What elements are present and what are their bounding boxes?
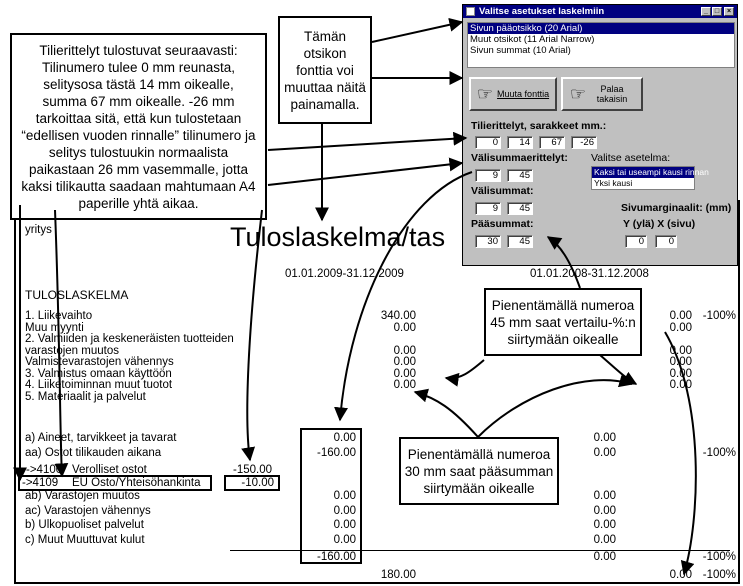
dialog-title: Valitse asetukset laskelmiin [479,6,605,17]
row-value-current: 0.00 [393,321,416,334]
report-frame [14,200,740,584]
sub-row-current: -160.00 [316,446,356,459]
sub-row-label: a) Aineet, tarvikkeet ja tavarat [25,432,177,444]
sub-row-label: aa) Ostot tilikauden aikana [25,446,162,459]
arrow-to-columns [267,131,468,151]
subtotals-field-2[interactable]: 45 [507,202,533,215]
sum-line [230,550,730,551]
font-list-item[interactable]: Sivun pääotsikko (20 Arial) [468,23,734,34]
subtotals-label: Välisummat: [471,185,534,197]
minimize-button[interactable]: _ [701,7,711,16]
period-current: 01.01.2009-31.12.2009 [285,268,404,280]
sub-row-previous: 0.00 [593,490,616,502]
layout-list-item[interactable]: Yksi kausi [594,178,633,188]
subtotal-percent: -100% [702,551,736,563]
dialog-titlebar[interactable]: Valitse asetukset laskelmiin _ □ × [463,5,737,18]
font-target-list[interactable]: Sivun pääotsikko (20 Arial) Muut otsikot… [467,22,735,68]
subtotal-spec-field-2[interactable]: 45 [507,169,533,182]
arrow-to-font-list [371,17,464,43]
subtotal-previous: 0.00 [593,551,616,563]
acct-number: ->4100 [26,464,63,476]
margin-side-field[interactable]: 0 [655,235,677,248]
column-amount-field[interactable]: 67 [539,136,565,149]
row-value-previous: 0.00 [669,310,692,322]
amount-highlight-box [224,475,280,491]
total-previous: 0.00 [669,569,692,581]
sub-row-previous: 0.00 [593,519,616,531]
change-font-button[interactable]: ☞ Muuta fonttia [469,77,557,111]
column-description-field[interactable]: 14 [507,136,533,149]
sub-row-label: c) Muut Muuttuvat kulut [25,533,145,546]
sub-row-previous: 0.00 [593,432,616,444]
settings-dialog: Valitse asetukset laskelmiin _ □ × Sivun… [462,4,738,266]
sub-row-current: 0.00 [333,504,356,517]
sub-row-label: b) Ulkopuoliset palvelut [25,519,144,531]
row-percent: -100% [702,310,736,322]
margin-top-field[interactable]: 0 [625,235,647,248]
pointing-hand-icon: ☞ [569,84,587,104]
subtotal-column-box [300,428,362,564]
sub-row-label: ac) Varastojen vähennys [25,504,151,517]
acct-amount: -10.00 [241,477,274,489]
main-sums-field-1[interactable]: 30 [475,235,501,248]
sub-row-previous: 0.00 [593,446,616,459]
sub-row-current: 0.00 [333,490,356,502]
sub-row-previous: 0.00 [593,504,616,517]
font-list-item[interactable]: Muut otsikot (11 Arial Narrow) [470,34,595,45]
period-previous: 01.01.2008-31.12.2008 [530,268,649,280]
pointing-hand-icon: ☞ [476,84,494,104]
row-label: varastojen muutos [25,344,119,357]
subtotals-field-1[interactable]: 9 [475,202,501,215]
layout-list[interactable]: Kaksi tai useampi kausi rinnan Yksi kaus… [591,166,709,190]
app-icon [466,7,475,16]
sub-row-current: 0.00 [333,432,356,444]
layout-label: Valitse asetelma: [591,152,671,164]
row-value-previous: 0.00 [669,379,692,391]
arrow-to-subtotal-spec [267,157,464,186]
sub-row-previous: 0.00 [593,533,616,546]
font-list-item[interactable]: Sivun summat (10 Arial) [470,45,571,56]
acct-description: EU Osto/Yhteisöhankinta [72,477,201,489]
main-sums-label: Pääsummat: [471,218,534,230]
margins-sub-label: Y (ylä) X (sivu) [623,218,696,230]
sub-row-percent: -100% [702,446,736,459]
acct-highlight-box [18,475,212,491]
close-button[interactable]: × [724,7,734,16]
subtotal-spec-field-1[interactable]: 9 [475,169,501,182]
column-account-field[interactable]: 0 [475,136,501,149]
acct-amount: -150.00 [232,464,272,476]
callout-columns-explanation: Tilierittelyt tulostuvat seuraavasti: Ti… [10,33,267,220]
layout-list-item[interactable]: Kaksi tai useampi kausi rinnan [592,167,709,178]
callout-font-explanation: Tämän otsikon fonttia voi muuttaa näitä … [278,16,372,124]
column-offset-field[interactable]: -26 [571,136,597,149]
total-percent: -100% [702,569,736,581]
section-heading: TULOSLASKELMA [25,288,129,302]
maximize-button[interactable]: □ [712,7,722,16]
sub-row-current: 0.00 [333,533,356,546]
callout-percent-explanation: Pienentämällä numeroa 45 mm saat vertail… [484,288,642,356]
callout-mainsum-explanation: Pienentämällä numeroa 30 mm saat pääsumm… [399,437,559,505]
columns-label: Tilierittelyt, sarakkeet mm.: [471,120,607,132]
subtotal-current: -160.00 [316,551,356,563]
report-title: Tuloslaskelma/tas [230,222,446,252]
total-current: 180.00 [380,569,416,581]
row-value-previous: 0.00 [669,321,692,334]
acct-number: ->4109 [22,477,59,489]
main-sums-field-2[interactable]: 45 [507,235,533,248]
company-name: yritys [25,224,52,236]
sub-row-current: 0.00 [333,519,356,531]
row-value-current: 0.00 [393,379,416,391]
subtotal-spec-label: Välisummaerittelyt: [471,152,568,164]
sub-row-label: ab) Varastojen muutos [25,490,140,502]
acct-description: Verolliset ostot [72,464,147,476]
margins-label: Sivumarginaalit: (mm) [621,202,732,214]
back-button[interactable]: ☞ Palaa takaisin [561,77,643,111]
row-label: 2. Valmiiden ja keskeneräisten tuotteide… [25,333,234,345]
row-label: 5. Materiaalit ja palvelut [25,390,146,403]
